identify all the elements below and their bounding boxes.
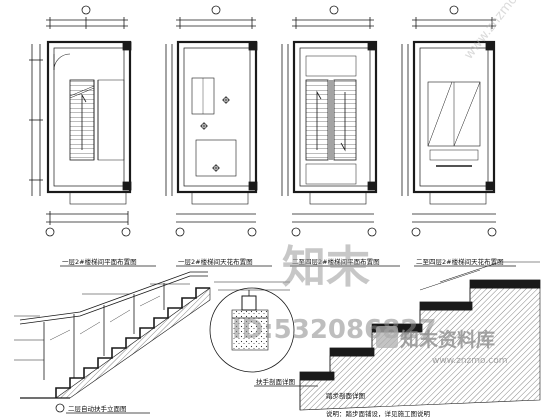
caption-plan-1: 一层2#楼梯间平面布置图 <box>62 257 137 266</box>
stair-floor-plan-1 <box>29 5 132 237</box>
watermark-url-text: www.znzmo.com <box>432 356 507 366</box>
watermark-id-text: ID:532086827 <box>232 315 436 345</box>
stair-ceiling-plan-2 <box>165 5 258 237</box>
watermark-diagonal-text: www.znzmo.com <box>461 0 540 62</box>
watermark-logo-text: 知末 <box>282 242 370 293</box>
watermark-brand-logo <box>376 326 398 348</box>
bottom-note: 说明：踏步面铺设，详见施工图说明 <box>326 409 431 418</box>
caption-plan-3: 二至四层2#楼梯间平面布置图 <box>292 257 380 266</box>
stair-ceiling-plan-4 <box>401 5 497 237</box>
handrail-section-detail <box>209 281 295 373</box>
caption-plan-4: 二至四层2#楼梯间天花布置图 <box>416 257 504 266</box>
caption-plan-2: 一层2#楼梯间天花布置图 <box>178 257 253 266</box>
caption-step-detail: 踏步剖面详图 <box>326 391 365 400</box>
caption-handrail-detail: 扶手剖面详图 <box>256 377 295 386</box>
watermark-brand-text: 知末资料库 <box>400 328 495 351</box>
caption-handrail-elevation: 二层自动扶手立面图 <box>68 404 127 413</box>
step-section-detail <box>299 261 541 411</box>
handrail-elevation <box>14 271 211 413</box>
stair-floor-plan-3 <box>281 5 378 237</box>
